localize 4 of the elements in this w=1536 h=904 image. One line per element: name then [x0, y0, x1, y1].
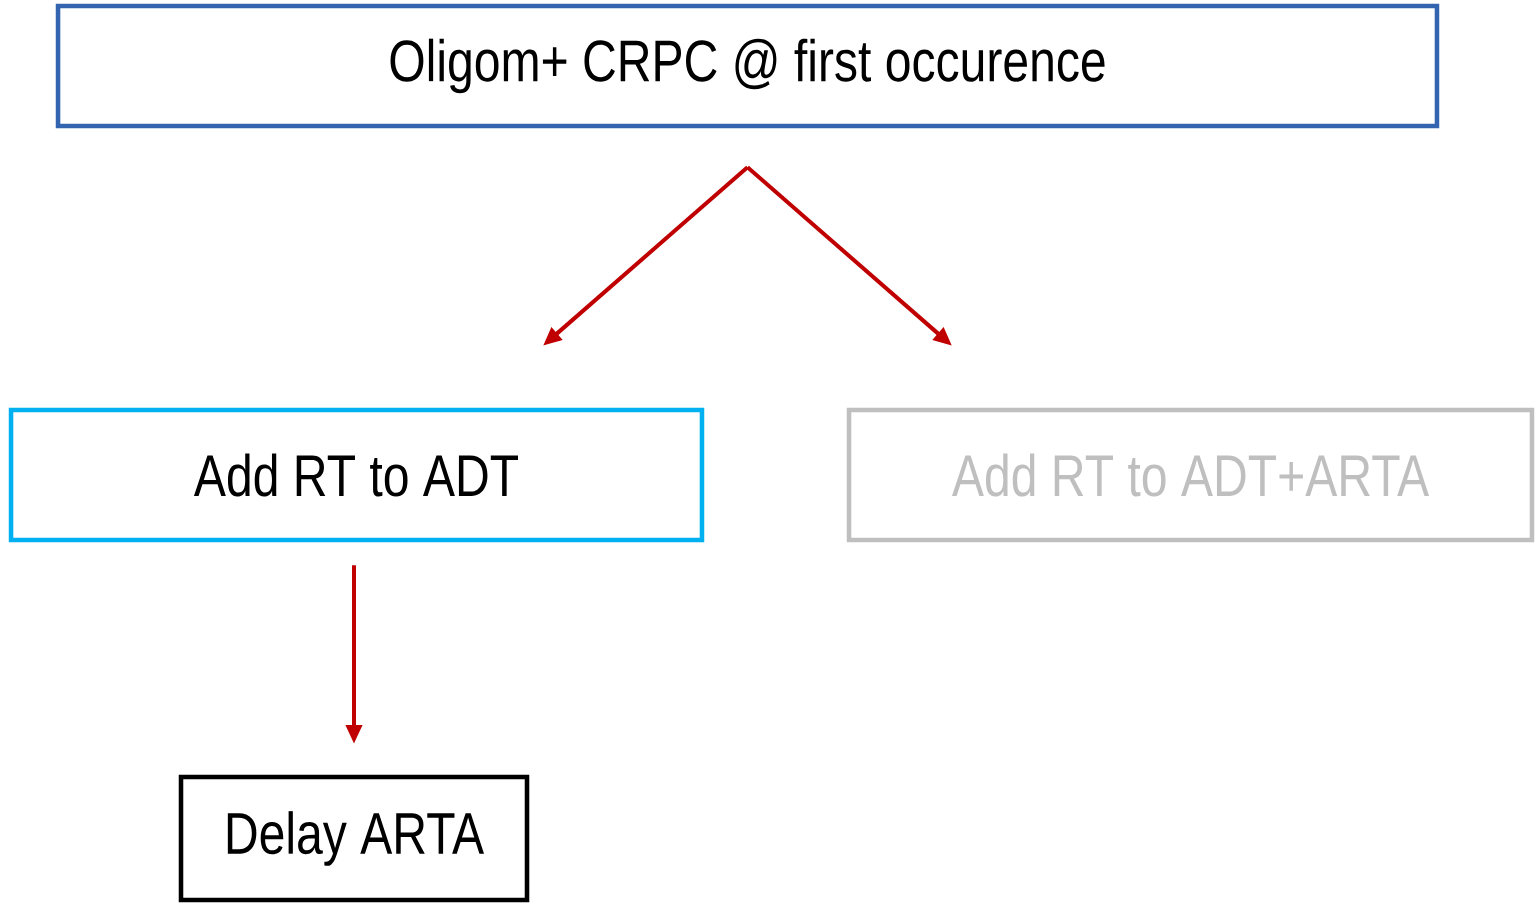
process-box: Add RT to ADT+ARTA — [846, 407, 1535, 543]
process-box: Delay ARTA — [178, 774, 530, 903]
process-box: Oligom+ CRPC @ first occurence — [55, 3, 1440, 129]
process-box: Add RT to ADT — [8, 407, 705, 543]
